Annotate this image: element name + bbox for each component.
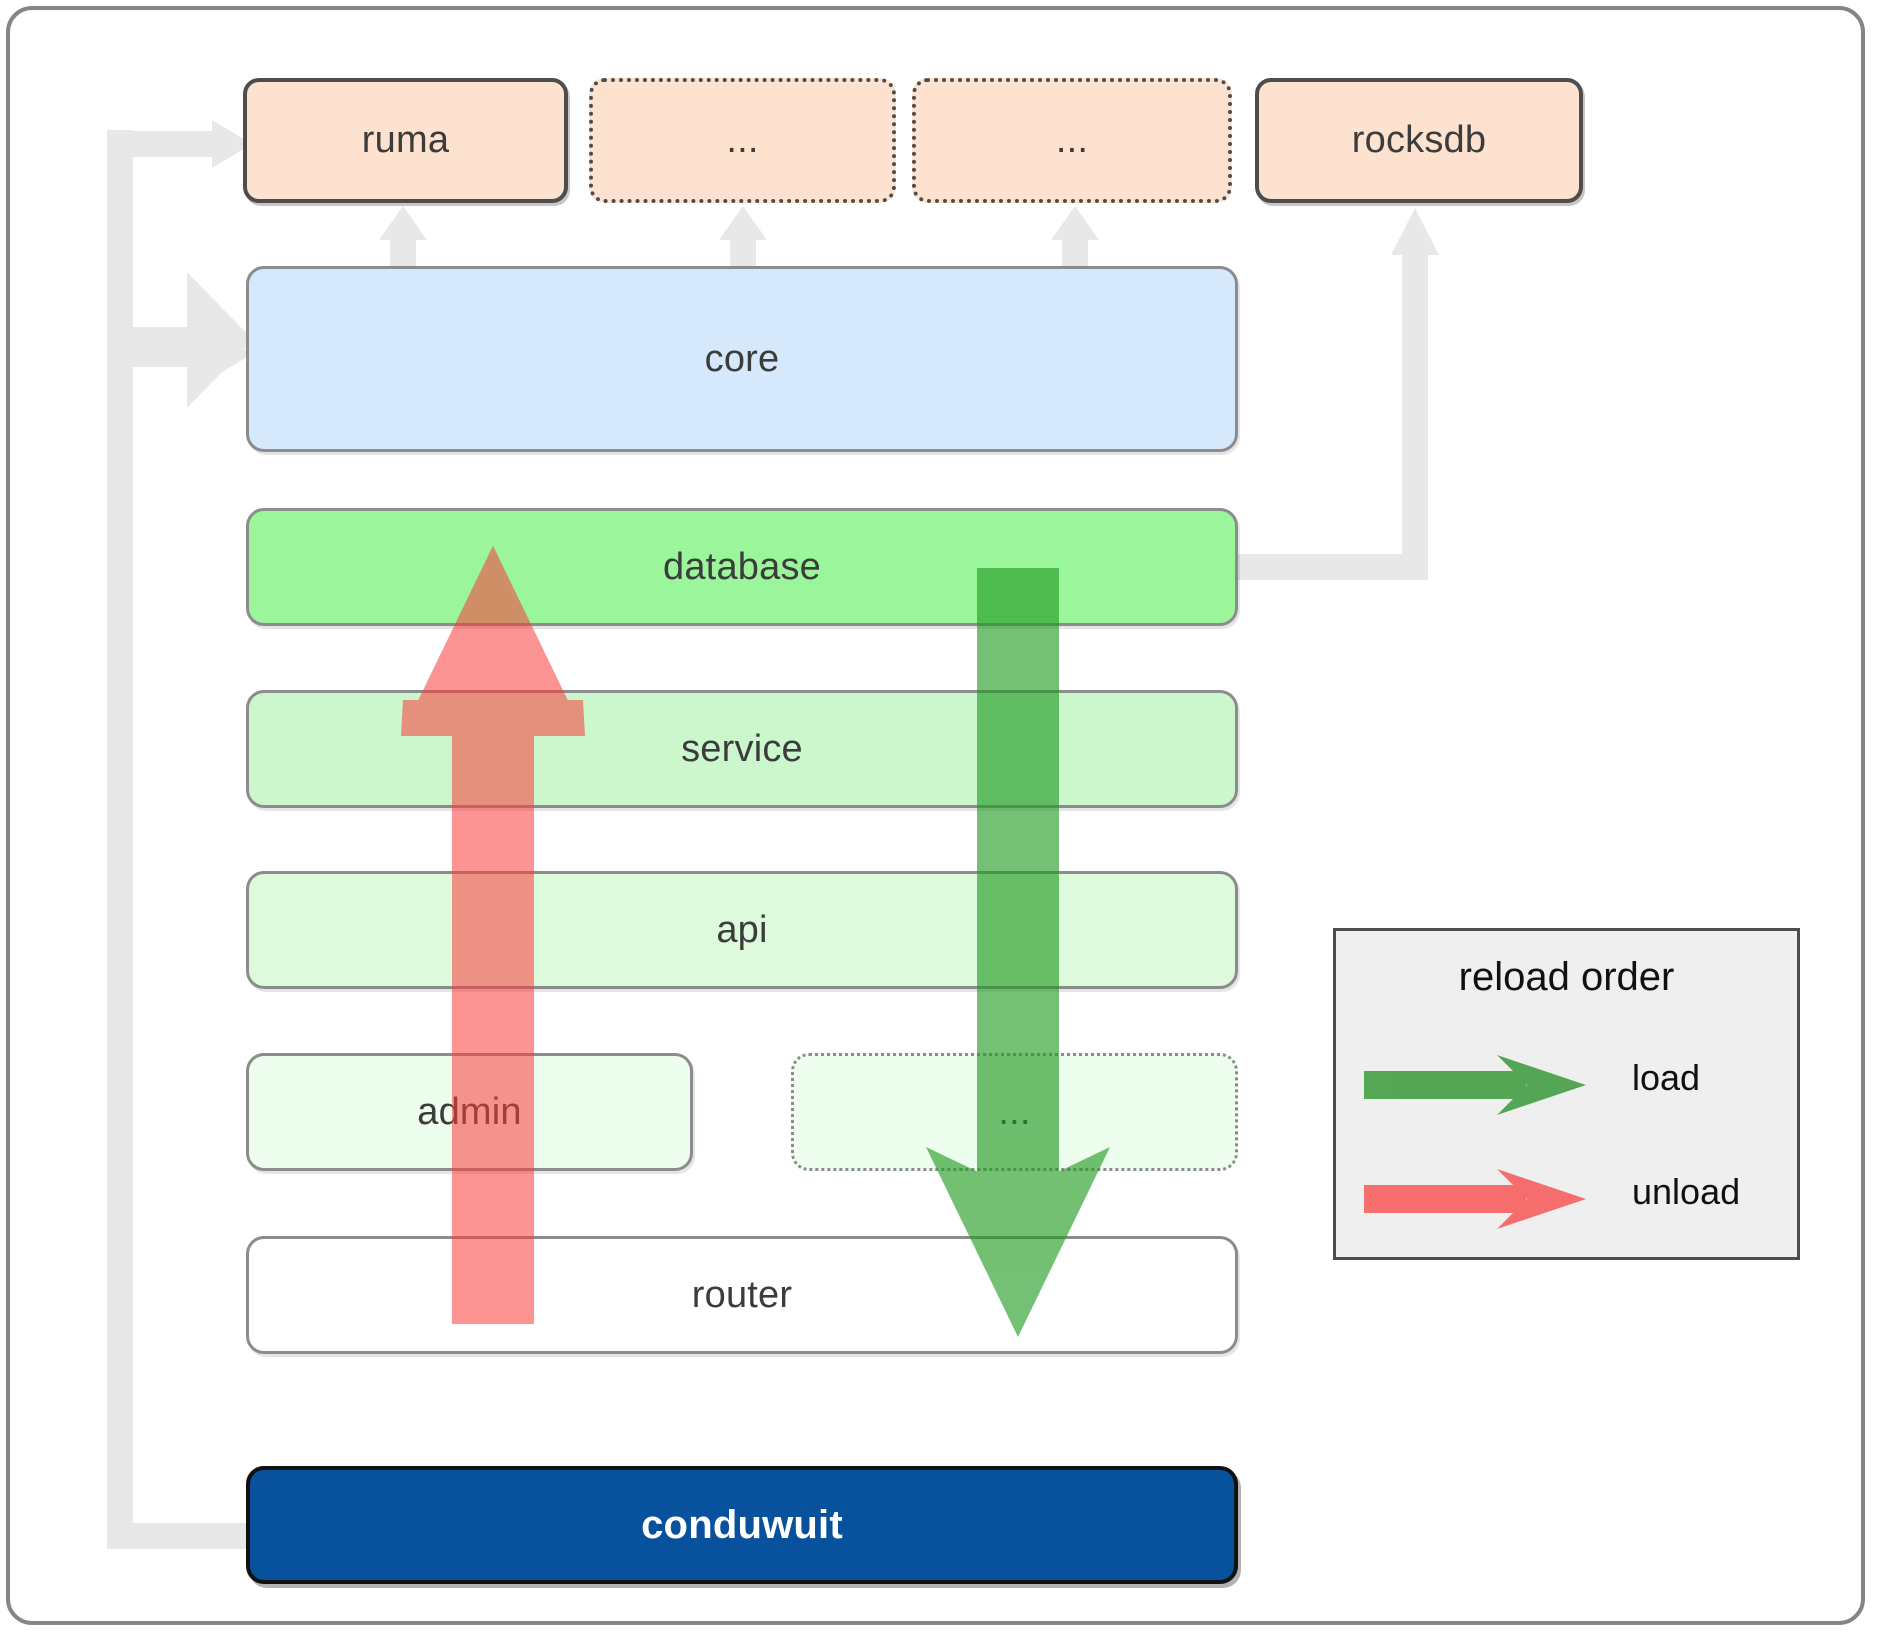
layer-box-admin[interactable]: admin: [246, 1053, 693, 1171]
layer-box-api[interactable]: api: [246, 871, 1238, 989]
layer-label: core: [704, 337, 780, 380]
dependency-box-rocksdb[interactable]: rocksdb: [1255, 78, 1583, 203]
legend-panel: reload order load unload: [1333, 928, 1800, 1260]
legend-title: reload order: [1458, 955, 1675, 999]
layer-label: admin: [417, 1090, 522, 1133]
layer-label: service: [681, 727, 803, 770]
dependency-label: ruma: [361, 119, 450, 161]
dependency-label: ...: [726, 119, 759, 161]
layer-box-database[interactable]: database: [246, 508, 1238, 626]
legend-load-arrow-icon: [1364, 1055, 1586, 1115]
layer-box-router[interactable]: router: [246, 1236, 1238, 1354]
root-box-conduwuit[interactable]: conduwuit: [246, 1466, 1238, 1584]
layer-label: router: [691, 1273, 793, 1316]
root-label: conduwuit: [641, 1502, 843, 1547]
dependency-box-ellipsis-1[interactable]: ...: [589, 78, 896, 203]
dependency-box-ruma[interactable]: ruma: [243, 78, 568, 203]
layer-box-core[interactable]: core: [246, 266, 1238, 452]
legend-label-unload: unload: [1632, 1171, 1741, 1212]
legend-row-unload: unload: [1364, 1163, 1784, 1233]
legend-label-load: load: [1632, 1057, 1701, 1098]
layer-box-service[interactable]: service: [246, 690, 1238, 808]
dependency-label: ...: [1055, 119, 1089, 161]
legend-row-load: load: [1364, 1049, 1784, 1119]
layer-label: ...: [998, 1090, 1031, 1133]
dependency-label: rocksdb: [1351, 119, 1487, 161]
layer-label: api: [716, 908, 768, 951]
legend-unload-arrow-icon: [1364, 1169, 1586, 1229]
dependency-box-ellipsis-2[interactable]: ...: [912, 78, 1232, 203]
layer-box-ellipsis[interactable]: ...: [791, 1053, 1238, 1171]
layer-label: database: [663, 545, 821, 588]
